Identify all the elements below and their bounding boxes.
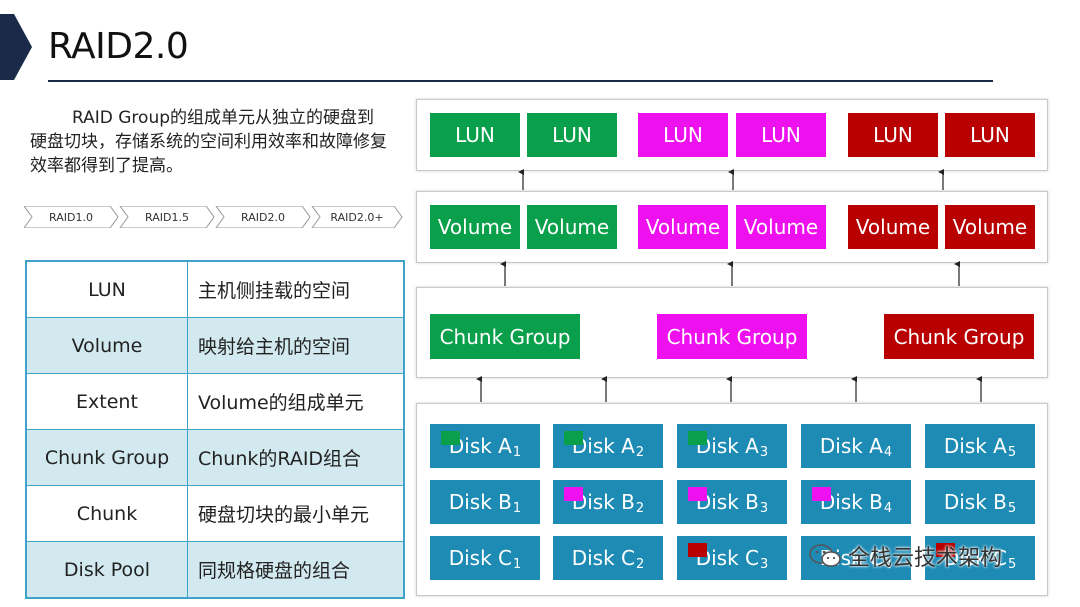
volume-box: Volume: [736, 205, 826, 249]
desc-cell: 硬盘切块的最小单元: [187, 485, 405, 542]
volume-box: Volume: [527, 205, 617, 249]
table-row: Volume 映射给主机的空间: [25, 317, 405, 374]
disk-subscript: 2: [636, 556, 645, 572]
raid-evolution-steps: RAID1.0 RAID1.5 RAID2.0 RAID2.0+: [24, 206, 403, 228]
chunk-marker-red: [936, 543, 955, 557]
corner-tab-decoration: [0, 14, 32, 80]
disk-subscript: 4: [883, 500, 893, 516]
disk-subscript: 1: [512, 500, 522, 516]
disk-subscript: 5: [1007, 500, 1017, 516]
title-divider: [48, 80, 993, 82]
chunk-group-box: Chunk Group: [430, 314, 580, 359]
disk-label: Disk B: [448, 490, 512, 514]
disk-label: Disk C: [571, 546, 635, 570]
volume-layer-panel: [416, 191, 1048, 263]
term-cell: Volume: [25, 317, 188, 374]
step-raid2-0-plus: RAID2.0+: [311, 206, 403, 228]
disk-label: Disk C: [448, 546, 512, 570]
table-row: Chunk 硬盘切块的最小单元: [25, 485, 405, 542]
table-row: Chunk Group Chunk的RAID组合: [25, 429, 405, 486]
wechat-icon: [809, 544, 841, 567]
desc-cell: 同规格硬盘的组合: [187, 541, 405, 599]
disk-subscript: 1: [512, 444, 522, 460]
desc-cell: Chunk的RAID组合: [187, 429, 405, 486]
disk-subscript: 3: [760, 556, 769, 572]
definitions-table: LUN 主机侧挂载的空间 Volume 映射给主机的空间 Extent Volu…: [25, 260, 405, 599]
step-raid1-5: RAID1.5: [119, 206, 215, 228]
lun-box: LUN: [945, 113, 1035, 157]
table-row: Disk Pool 同规格硬盘的组合: [25, 541, 405, 599]
disk-subscript: 3: [759, 444, 769, 460]
disk-subscript: 4: [883, 444, 893, 460]
lun-layer-panel: [416, 99, 1048, 171]
intro-paragraph: RAID Group的组成单元从独立的硬盘到硬盘切块，存储系统的空间利用效率和故…: [30, 108, 387, 176]
disk-subscript: 5: [1008, 556, 1017, 572]
chunk-marker-green: [564, 431, 583, 445]
term-cell: Chunk: [25, 485, 188, 542]
step-label: RAID2.0: [241, 211, 285, 224]
volume-box: Volume: [430, 205, 520, 249]
term-cell: Disk Pool: [25, 541, 188, 599]
term-cell: Extent: [25, 373, 188, 430]
term-cell: LUN: [25, 260, 188, 318]
disk-subscript: 5: [1007, 444, 1017, 460]
disk-subscript: 2: [635, 500, 645, 516]
disk-label: Disk A: [943, 434, 1007, 458]
step-raid1-0: RAID1.0: [24, 206, 119, 228]
page-title: RAID2.0: [48, 26, 189, 67]
chunk-marker-magenta: [688, 487, 707, 501]
desc-cell: 主机侧挂载的空间: [187, 260, 405, 318]
disk-subscript: 4: [884, 556, 893, 572]
desc-cell: Volume的组成单元: [187, 373, 405, 430]
volume-box: Volume: [848, 205, 938, 249]
chunk-marker-red: [688, 543, 707, 557]
chunk-marker-green: [441, 431, 460, 445]
volume-box: Volume: [638, 205, 728, 249]
chunk-group-box: Chunk Group: [884, 314, 1034, 359]
step-label: RAID2.0+: [330, 211, 383, 224]
disk-label: Disk B: [943, 490, 1007, 514]
lun-box: LUN: [527, 113, 617, 157]
disk-label: Disk A: [819, 434, 883, 458]
watermark-text: 全栈云技术架构: [848, 546, 1003, 571]
step-label: RAID1.5: [145, 211, 189, 224]
lun-box: LUN: [736, 113, 826, 157]
desc-cell: 映射给主机的空间: [187, 317, 405, 374]
step-label: RAID1.0: [49, 211, 93, 224]
disk-subscript: 1: [513, 556, 522, 572]
table-row: LUN 主机侧挂载的空间: [25, 260, 405, 318]
lun-box: LUN: [848, 113, 938, 157]
disk-subscript: 3: [759, 500, 769, 516]
chunk-marker-magenta: [812, 487, 831, 501]
chunk-group-box: Chunk Group: [657, 314, 807, 359]
volume-box: Volume: [945, 205, 1035, 249]
term-cell: Chunk Group: [25, 429, 188, 486]
lun-box: LUN: [638, 113, 728, 157]
chunk-marker-green: [688, 431, 707, 445]
step-raid2-0: RAID2.0: [215, 206, 311, 228]
table-row: Extent Volume的组成单元: [25, 373, 405, 430]
lun-box: LUN: [430, 113, 520, 157]
watermark: 全栈云技术架构: [808, 540, 1002, 572]
disk-subscript: 2: [635, 444, 645, 460]
chunk-marker-magenta: [564, 487, 583, 501]
